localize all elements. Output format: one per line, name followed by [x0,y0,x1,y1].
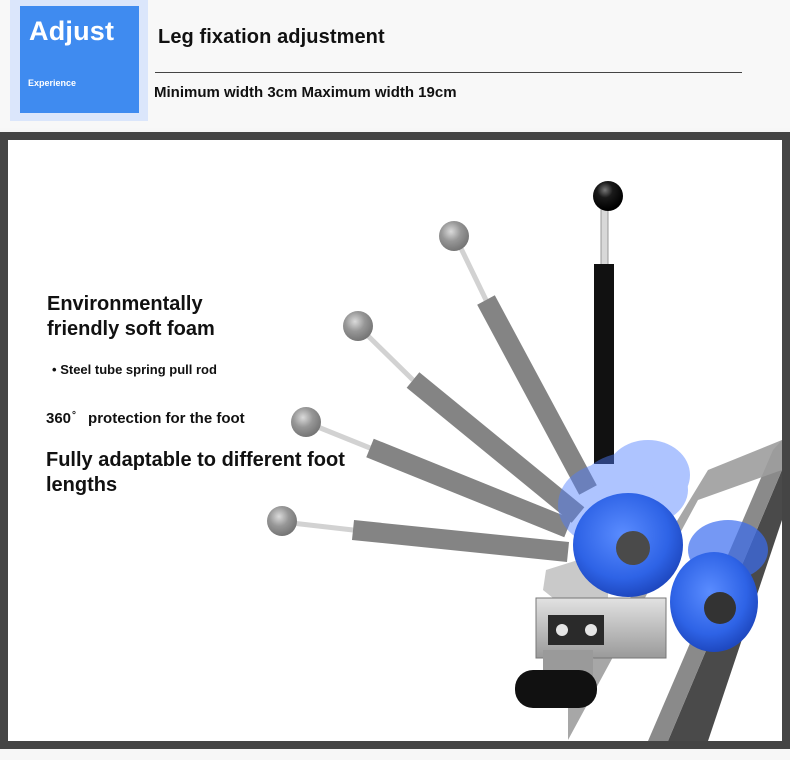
bracket [515,560,667,708]
active-rod [593,181,623,464]
badge-title: Adjust [29,16,115,46]
foam-roller-main [573,493,683,597]
feature-rod: • Steel tube spring pull rod [52,362,217,377]
degree-symbol: ° [72,410,77,421]
feature-protection: 360° protection for the foot [46,410,245,427]
foam-roller-secondary [670,520,768,652]
page-title: Leg fixation adjustment [158,26,385,48]
bullet: • [52,362,57,377]
divider [155,72,742,73]
adjust-badge: Adjust Experience [20,6,139,113]
protection-text: protection for the foot [88,410,245,427]
product-panel: Environmentally friendly soft foam • Ste… [8,140,782,741]
feature-foam: Environmentally friendly soft foam [47,293,215,340]
protection-value: 360 [46,410,72,427]
header: Adjust Experience Leg fixation adjustmen… [0,0,790,128]
width-range-text: Minimum width 3cm Maximum width 19cm [154,84,457,101]
feature-adaptable: Fully adaptable to different foot length… [46,449,345,496]
leg-fixation-illustration [267,181,782,741]
feature-rod-text: Steel tube spring pull rod [60,362,217,377]
badge-subtitle: Experience [28,78,77,88]
ghost-rods [267,221,597,562]
product-frame: Environmentally friendly soft foam • Ste… [0,132,790,749]
